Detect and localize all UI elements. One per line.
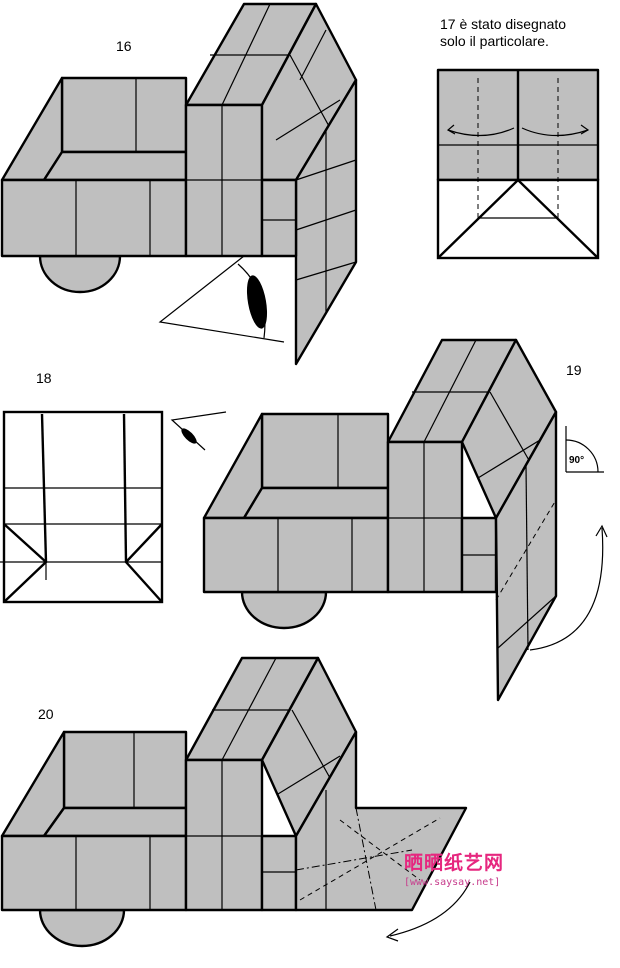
note-line-2: solo il particolare. [440, 33, 549, 49]
eye-icon [170, 411, 227, 451]
wheel [38, 254, 122, 294]
eye-icon [158, 255, 285, 343]
step-17-note: 17 è stato disegnato solo il particolare… [440, 16, 566, 50]
step-20-label: 20 [38, 706, 54, 722]
step-19-label: 19 [566, 362, 582, 378]
note-line-1: 17 è stato disegnato [440, 16, 567, 32]
cargo-front [0, 178, 188, 258]
cargo-back-wall [62, 730, 188, 810]
step-19-truck [202, 338, 608, 702]
step-18-label: 18 [36, 370, 52, 386]
step-20-truck [0, 656, 471, 948]
wheel [240, 590, 328, 630]
cargo-front [0, 834, 188, 912]
step-17-detail [436, 68, 600, 260]
cab-front [386, 440, 464, 594]
watermark-url: [www.saysay.net] [404, 877, 501, 888]
cargo-floor [42, 150, 188, 182]
curved-arrow-icon [529, 524, 608, 651]
step-16-label: 16 [116, 38, 132, 54]
cargo-floor [242, 486, 390, 520]
step-18-sheet [2, 410, 164, 604]
double-arrow-icon [446, 124, 590, 137]
detail-white-panel [436, 178, 600, 260]
step-16-truck [0, 2, 358, 366]
cab-front [184, 758, 264, 912]
right-angle-marker [565, 426, 604, 473]
watermark: 晒晒纸艺网 [www.saysay.net] [404, 848, 504, 888]
cargo-back-wall [260, 412, 390, 490]
cargo-floor [42, 806, 188, 838]
cargo-front [202, 516, 390, 594]
angle-label: 90° [569, 455, 585, 466]
side-flap-folded [294, 730, 468, 912]
step-18-detail [0, 410, 227, 604]
curved-arrow-icon [385, 881, 471, 942]
cargo-back-wall [60, 76, 188, 154]
wheel [38, 908, 126, 948]
watermark-logo: 晒晒纸艺网 [404, 852, 505, 874]
